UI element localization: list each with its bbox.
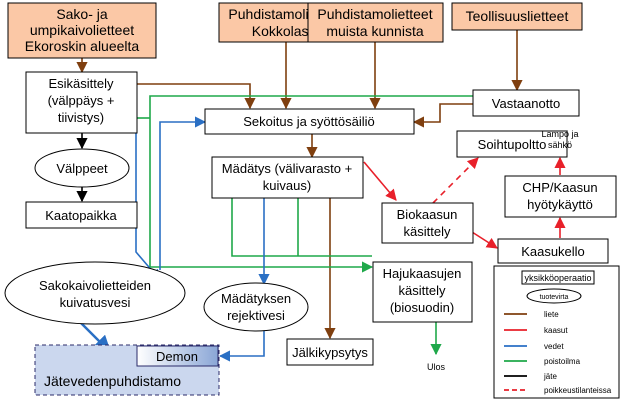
svg-text:Mädätyksen: Mädätyksen: [221, 291, 291, 306]
legend: yksikköoperaatio tuotevirta liete kaasut…: [493, 265, 620, 399]
svg-text:Sekoitus ja syöttösäiliö: Sekoitus ja syöttösäiliö: [243, 114, 375, 129]
box-kaasukello: Kaasukello: [497, 238, 609, 264]
svg-text:Kaasukello: Kaasukello: [521, 244, 585, 259]
edge-sako-sekoitus-water: [159, 116, 207, 270]
ellipse-madatyksen: Mädätyksen rejektivesi: [203, 282, 309, 332]
edge-esikasittely-sekoitus: [137, 83, 256, 110]
legend-flow: tuotevirta: [540, 294, 569, 301]
svg-text:Demon: Demon: [156, 349, 198, 364]
source-muut: Puhdistamolietteet muista kunnista: [307, 2, 444, 43]
svg-text:Puhdistamolietteet: Puhdistamolietteet: [317, 6, 432, 22]
svg-text:Sako- ja: Sako- ja: [56, 6, 108, 22]
box-chp: CHP/Kaasun hyötykäyttö: [504, 175, 617, 218]
legend-unit-op: yksikköoperaatio: [524, 273, 591, 283]
svg-text:Teollisuuslietteet: Teollisuuslietteet: [466, 8, 569, 24]
svg-text:(biosuodin): (biosuodin): [390, 300, 454, 315]
svg-text:kuivaus): kuivaus): [263, 178, 311, 193]
svg-text:Jätevedenpuhdistamo: Jätevedenpuhdistamo: [44, 373, 181, 389]
legend-label-liete: liete: [544, 310, 559, 319]
legend-flow-swatch: [526, 288, 582, 304]
legend-label-vedet: vedet: [544, 342, 564, 351]
svg-text:käsittely: käsittely: [399, 283, 446, 298]
svg-text:Mädätys (välivarasto +: Mädätys (välivarasto +: [222, 161, 352, 176]
edge-biokaasu-kaasukello: [471, 231, 498, 249]
legend-unit-op-swatch: [521, 270, 595, 285]
box-hajukaasu: Hajukaasujen käsittely (biosuodin): [372, 261, 473, 323]
svg-text:kuivatusvesi: kuivatusvesi: [60, 295, 131, 310]
svg-text:Hajukaasujen: Hajukaasujen: [383, 266, 462, 281]
edge-biokaasu-soihtu: [432, 157, 479, 204]
source-teollisuus: Teollisuuslietteet: [451, 2, 583, 31]
box-madatys: Mädätys (välivarasto + kuivaus): [211, 156, 364, 199]
edge-vastaanotto-air: [149, 95, 473, 267]
box-esikasittely: Esikäsittely (välppäys + tiivistys): [25, 71, 138, 134]
svg-text:Vastaanotto: Vastaanotto: [492, 96, 560, 111]
svg-text:Kaatopaikka: Kaatopaikka: [45, 208, 117, 223]
svg-text:Soihtupoltto: Soihtupoltto: [478, 137, 547, 152]
box-soihtupoltto: Soihtupoltto: [456, 130, 568, 158]
box-demon: Demon: [136, 345, 219, 367]
svg-text:Ekoroskin alueelta: Ekoroskin alueelta: [25, 38, 140, 54]
edge-madatys-air1: [231, 198, 372, 257]
svg-text:rejektivesi: rejektivesi: [227, 308, 285, 323]
box-kaatopaikka: Kaatopaikka: [25, 201, 138, 229]
box-jatevesi: Jätevedenpuhdistamo: [34, 344, 220, 396]
box-sekoitus: Sekoitus ja syöttösäiliö: [204, 108, 415, 135]
svg-text:Esikäsittely: Esikäsittely: [48, 76, 114, 91]
box-biokaasu: Biokaasun käsittely: [381, 202, 474, 244]
svg-text:Jälkikypsytys: Jälkikypsytys: [292, 345, 368, 360]
ellipse-valppeet: Välppeet: [34, 148, 130, 188]
edge-esikasittely-water: [135, 133, 161, 281]
label-lampo: Lämpö ja: [541, 129, 578, 139]
svg-text:Biokaasun: Biokaasun: [397, 207, 458, 222]
edge-madatys-biokaasu: [363, 161, 397, 201]
svg-text:hyötykäyttö: hyötykäyttö: [527, 197, 593, 212]
svg-text:Sakokaivolietteiden: Sakokaivolietteiden: [39, 278, 151, 293]
svg-text:(välppäys +: (välppäys +: [48, 93, 115, 108]
svg-text:käsittely: käsittely: [404, 224, 451, 239]
ellipse-sakokaivo: Sakokaivolietteiden kuivatusvesi: [4, 261, 186, 325]
legend-label-jate: jäte: [543, 372, 557, 381]
box-vastaanotto: Vastaanotto: [472, 89, 580, 117]
legend-label-kaasut: kaasut: [544, 326, 568, 335]
label-ulos: Ulos: [427, 362, 446, 372]
svg-text:muista kunnista: muista kunnista: [326, 23, 423, 39]
svg-text:tiivistys): tiivistys): [58, 110, 104, 125]
svg-text:Kokkolasta: Kokkolasta: [252, 23, 321, 39]
edges: [71, 30, 566, 362]
svg-text:CHP/Kaasun: CHP/Kaasun: [522, 180, 597, 195]
svg-text:umpikaivolietteet: umpikaivolietteet: [30, 22, 134, 38]
box-jalkikypsytys: Jälkikypsytys: [286, 338, 374, 366]
edge-rejekti-demon: [218, 330, 265, 362]
legend-label-poistoilma: poistoilma: [544, 357, 581, 366]
source-sako: Sako- ja umpikaivolietteet Ekoroskin alu…: [7, 2, 157, 59]
label-sahko: sähkö: [548, 140, 572, 150]
legend-label-poikkeus: poikkeustilanteissa: [544, 386, 612, 395]
svg-text:Välppeet: Välppeet: [56, 161, 108, 176]
edge-vastaanotto-sekoitus: [412, 103, 473, 128]
